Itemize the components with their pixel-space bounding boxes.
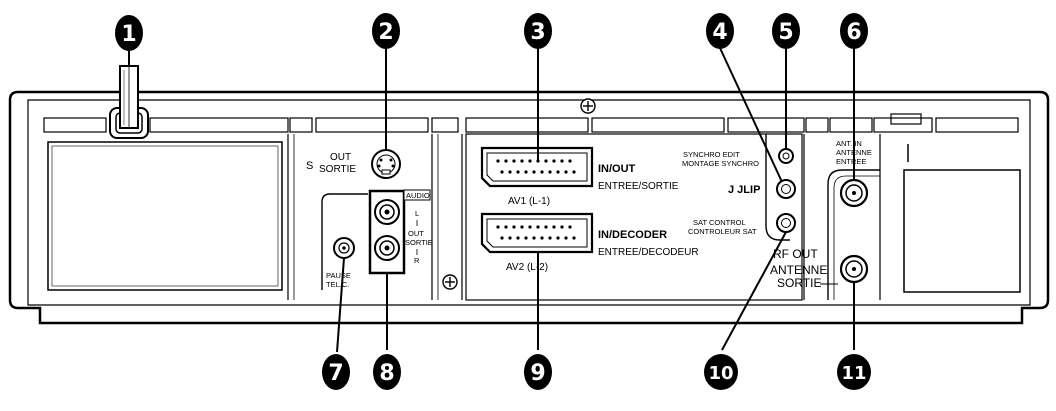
svg-text:10: 10 <box>708 363 733 384</box>
av1-entree-label: ENTREE/SORTIE <box>598 181 679 192</box>
antenna-bracket <box>827 169 880 300</box>
svg-text:2: 2 <box>378 20 393 45</box>
callout-5: 5 <box>772 13 800 49</box>
s-video-s-label: S <box>306 160 313 172</box>
screw-mid <box>442 274 458 290</box>
audio-r-label: R <box>414 256 420 265</box>
av2-indecoder-label: IN/DECODER <box>598 229 667 241</box>
sat-control-jack[interactable] <box>776 213 796 233</box>
audio-sortie-label: SORTIE <box>405 238 433 247</box>
audio-label: AUDIO <box>406 191 430 200</box>
ant-out-label-2: SORTIE <box>777 276 821 290</box>
power-cord <box>109 65 149 139</box>
pause-label-1: PAUSE <box>326 271 351 280</box>
synchro-edit-jack[interactable] <box>778 148 794 164</box>
right-panel <box>903 169 1021 293</box>
svg-text:11: 11 <box>841 363 866 384</box>
av2-name-label: AV2 (L-2) <box>506 262 548 273</box>
av2-entree-label: ENTREE/DECODEUR <box>598 247 699 258</box>
svg-text:5: 5 <box>778 20 793 45</box>
scart-av1-connector[interactable] <box>480 146 594 188</box>
av1-name-label: AV1 (L-1) <box>508 196 550 207</box>
jlip-label: J JLIP <box>728 184 760 196</box>
scart-av2-connector[interactable] <box>480 212 594 254</box>
av1-inout-label: IN/OUT <box>598 163 636 175</box>
audio-out-label: OUT <box>408 229 424 238</box>
leader-lines <box>128 47 855 353</box>
center-panel <box>465 133 803 301</box>
jlip-jack[interactable] <box>776 179 796 199</box>
audio-r-jack[interactable] <box>374 235 400 261</box>
callout-7: 7 <box>322 354 350 390</box>
ant-in-label-3: ENTREE <box>836 157 866 166</box>
callout-9: 9 <box>524 354 552 390</box>
sat-control-label: SAT CONTROL <box>693 218 746 227</box>
svg-text:4: 4 <box>712 20 727 45</box>
ant-in-label-1: ANT. IN <box>836 139 862 148</box>
svg-text:8: 8 <box>379 361 394 386</box>
s-video-sortie-label: SORTIE <box>319 164 356 175</box>
minijack-bracket <box>765 134 790 241</box>
pause-bracket <box>321 193 368 290</box>
pause-label-2: TEL.C. <box>326 280 349 289</box>
callout-1: 1 <box>115 15 143 51</box>
callout-4: 4 <box>706 13 734 49</box>
antenna-out-jack[interactable] <box>839 254 869 284</box>
callout-3: 3 <box>524 13 552 49</box>
left-panel <box>47 141 283 291</box>
callout-2: 2 <box>372 13 400 49</box>
s-video-jack[interactable] <box>371 149 401 179</box>
svg-text:3: 3 <box>530 20 545 45</box>
synchro-montage-label: MONTAGE SYNCHRO <box>682 159 759 168</box>
audio-l-jack[interactable] <box>374 199 400 225</box>
ant-out-label-1: ANTENNE <box>770 263 827 277</box>
callout-6: 6 <box>840 13 868 49</box>
callout-8: 8 <box>373 354 401 390</box>
audio-l-label: L <box>415 209 419 218</box>
svg-text:6: 6 <box>846 20 861 45</box>
svg-text:9: 9 <box>530 361 545 386</box>
top-slots <box>43 113 1019 133</box>
svg-text:7: 7 <box>328 361 343 386</box>
chassis-inner <box>27 99 1031 306</box>
screw-top <box>580 98 596 114</box>
rf-out-label: RF OUT <box>773 247 818 261</box>
s-video-out-label: OUT <box>330 152 351 163</box>
sat-controleur-label: CONTROLEUR SAT <box>688 227 757 236</box>
pause-jack[interactable] <box>333 237 355 259</box>
callout-11: 11 <box>837 354 871 390</box>
synchro-edit-label: SYNCHRO EDIT <box>683 150 740 159</box>
callout-10: 10 <box>704 354 738 390</box>
svg-text:1: 1 <box>121 22 136 47</box>
antenna-in-jack[interactable] <box>839 178 869 208</box>
